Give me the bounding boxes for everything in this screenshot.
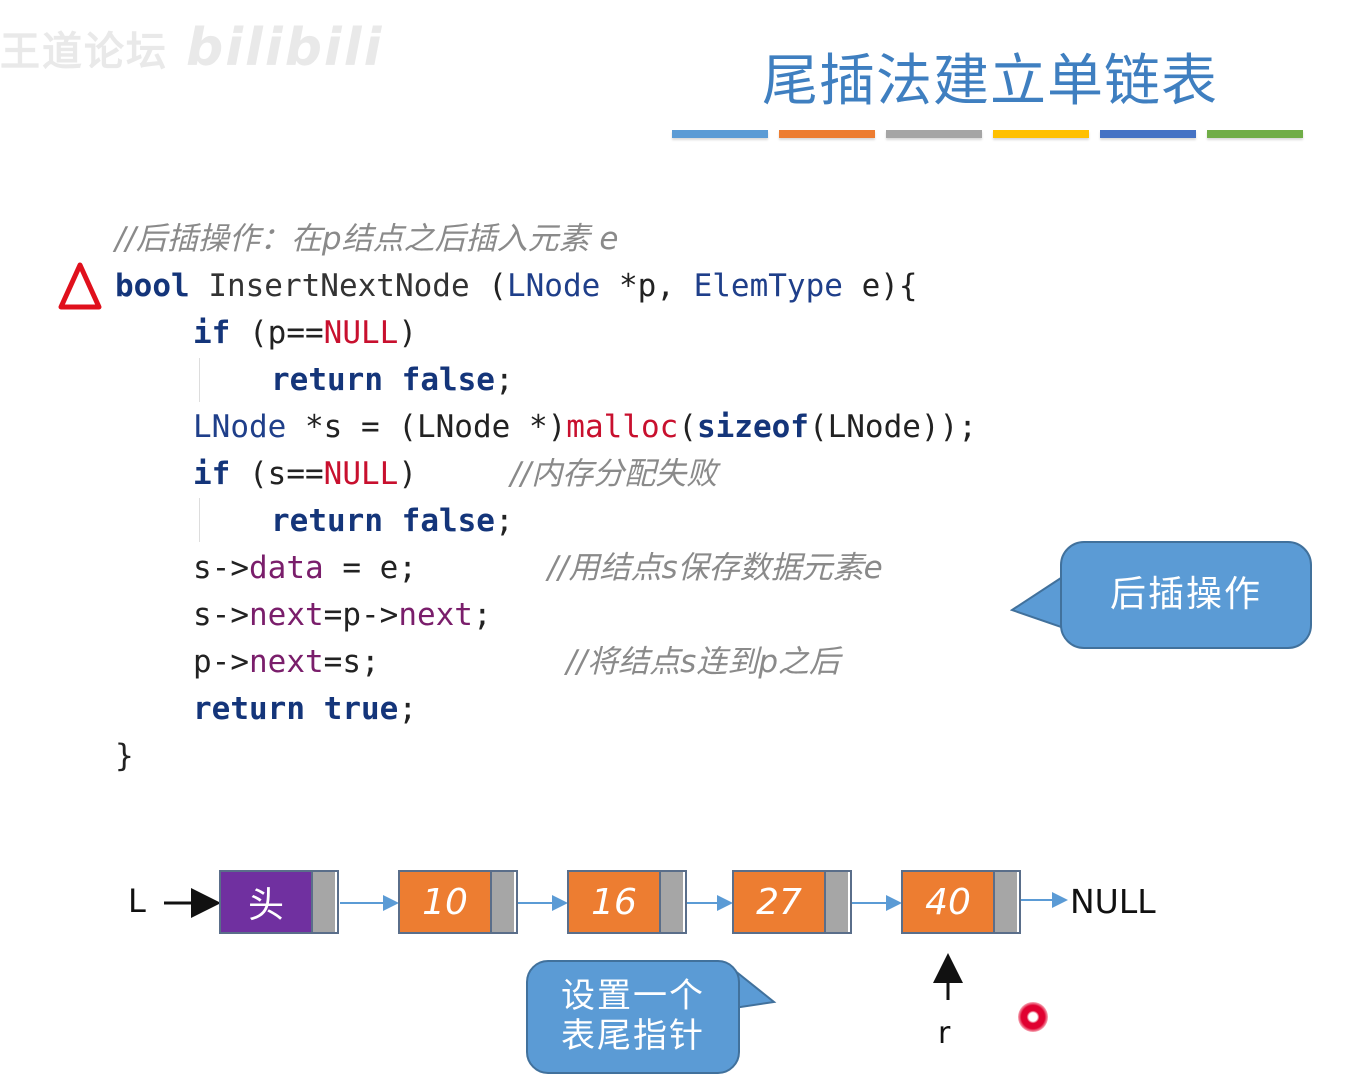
node-data: 27	[734, 872, 824, 932]
indent-guide	[199, 498, 200, 542]
callout-tail-pointer-line2: 表尾指针	[561, 1016, 705, 1056]
list-node-head: 头	[219, 870, 339, 934]
code-line-return-false-2: return false;	[271, 503, 514, 539]
node-pointer-field	[993, 872, 1017, 932]
title-color-segment	[1100, 130, 1196, 138]
code-line-if-s-null: if (s==NULL) //内存分配失败	[193, 456, 718, 492]
code-line-malloc: LNode *s = (LNode *)malloc(sizeof(LNode)…	[193, 409, 977, 445]
head-pointer-label: L	[128, 882, 146, 920]
title-color-segment	[886, 130, 982, 138]
code-line-close-brace: }	[115, 738, 134, 774]
node-pointer-field	[490, 872, 514, 932]
node-pointer-field	[659, 872, 683, 932]
code-line-link-next: s->next=p->next;	[193, 597, 492, 633]
code-comment-header: //后插操作：在p结点之后插入元素 e	[115, 221, 619, 257]
title-color-segment	[993, 130, 1089, 138]
callout-tail-pointer-line1: 设置一个	[561, 976, 705, 1016]
list-node: 10	[398, 870, 518, 934]
tail-pointer-label: r	[938, 1016, 951, 1051]
code-line-return-false: return false;	[271, 362, 514, 398]
code-line-signature: bool InsertNextNode (LNode *p, ElemType …	[115, 268, 918, 304]
title-color-segment	[779, 130, 875, 138]
code-line-set-data: s->data = e; //用结点s保存数据元素e	[193, 550, 883, 586]
node-data: 头	[221, 872, 311, 932]
list-node-tail: 40	[901, 870, 1021, 934]
code-line-p-next: p->next=s; //将结点s连到p之后	[193, 644, 841, 680]
null-label: NULL	[1070, 882, 1156, 921]
indent-guide	[199, 358, 200, 402]
title-color-segment	[672, 130, 768, 138]
list-node: 16	[567, 870, 687, 934]
laser-pointer-dot	[1018, 1002, 1048, 1032]
callout-insert-after: 后插操作	[1060, 541, 1312, 649]
node-pointer-field	[311, 872, 335, 932]
code-line-return-true: return true;	[193, 691, 417, 727]
node-data: 10	[400, 872, 490, 932]
bilibili-logo: bilibili	[186, 18, 384, 78]
watermark: 王道论坛 bilibili	[0, 18, 383, 78]
callout-tail-pointer: 设置一个 表尾指针	[526, 960, 740, 1074]
node-data: 16	[569, 872, 659, 932]
code-line-if-p-null: if (p==NULL)	[193, 315, 417, 351]
callout-insert-after-text: 后插操作	[1109, 574, 1262, 615]
slide-title: 尾插法建立单链表	[762, 49, 1218, 114]
node-data: 40	[903, 872, 993, 932]
list-node: 27	[732, 870, 852, 934]
warning-triangle-icon	[58, 262, 102, 310]
node-pointer-field	[824, 872, 848, 932]
title-color-bar	[672, 130, 1303, 138]
title-color-segment	[1207, 130, 1303, 138]
watermark-text: 王道论坛	[0, 29, 168, 75]
